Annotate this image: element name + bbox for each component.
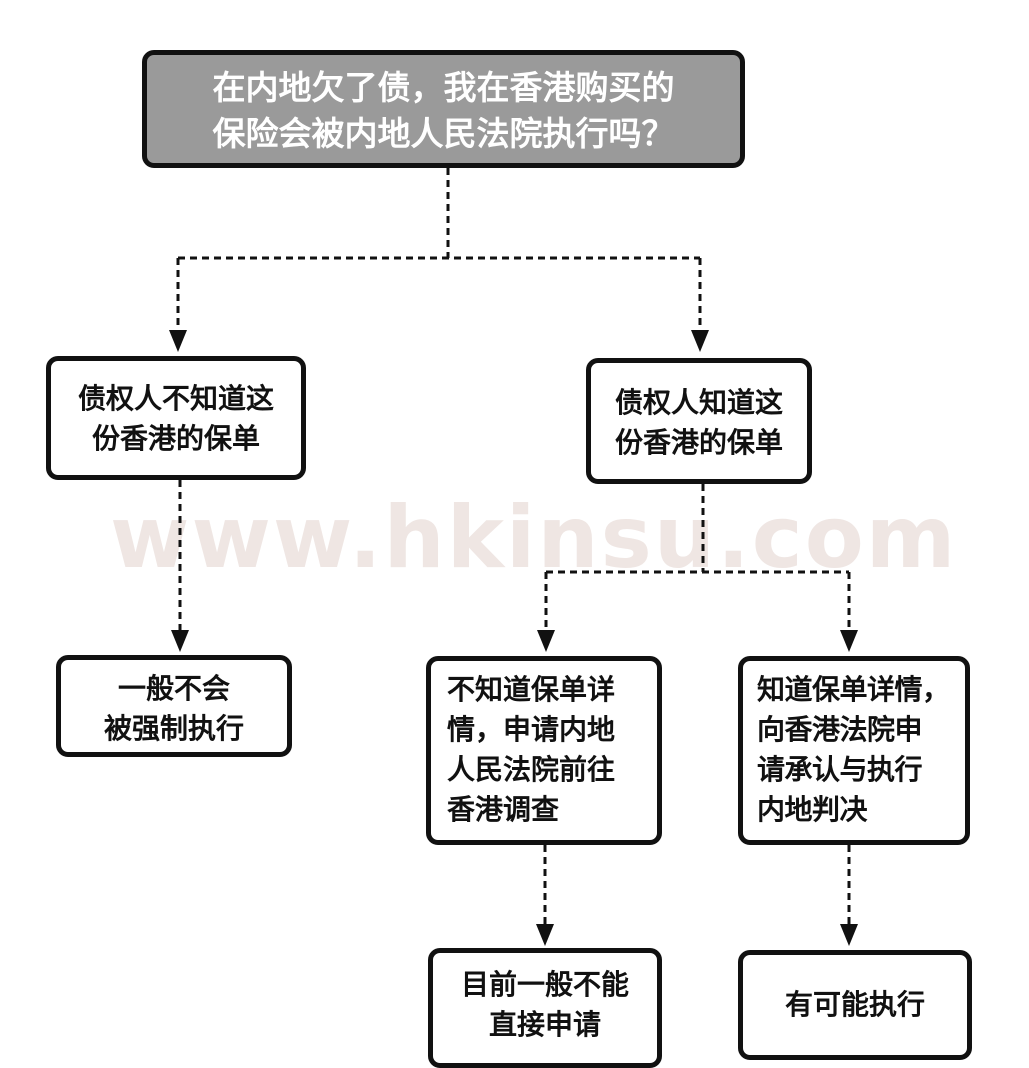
arrowhead-details-unknown bbox=[537, 630, 555, 652]
not-enforced-box: 一般不会 被强制执行 bbox=[56, 655, 292, 757]
arrowhead-not-enforced bbox=[171, 630, 189, 652]
arrowhead-may-enforce bbox=[840, 924, 858, 946]
known-box: 债权人知道这 份香港的保单 bbox=[586, 358, 812, 484]
flow-connectors bbox=[169, 168, 858, 946]
not-known-box: 债权人不知道这 份香港的保单 bbox=[46, 356, 306, 480]
question-box: 在内地欠了债，我在香港购买的 保险会被内地人民法院执行吗？ bbox=[142, 50, 745, 168]
arrowhead-not-known bbox=[169, 330, 187, 352]
arrowhead-cannot-apply bbox=[536, 924, 554, 946]
may-enforce-box: 有可能执行 bbox=[738, 950, 972, 1060]
cannot-apply-box: 目前一般不能 直接申请 bbox=[428, 948, 662, 1068]
arrowhead-known bbox=[691, 330, 709, 352]
arrowhead-details-known bbox=[840, 630, 858, 652]
details-known-box: 知道保单详情， 向香港法院申 请承认与执行 内地判决 bbox=[738, 656, 970, 845]
details-unknown-box: 不知道保单详 情，申请内地 人民法院前往 香港调查 bbox=[426, 656, 662, 845]
